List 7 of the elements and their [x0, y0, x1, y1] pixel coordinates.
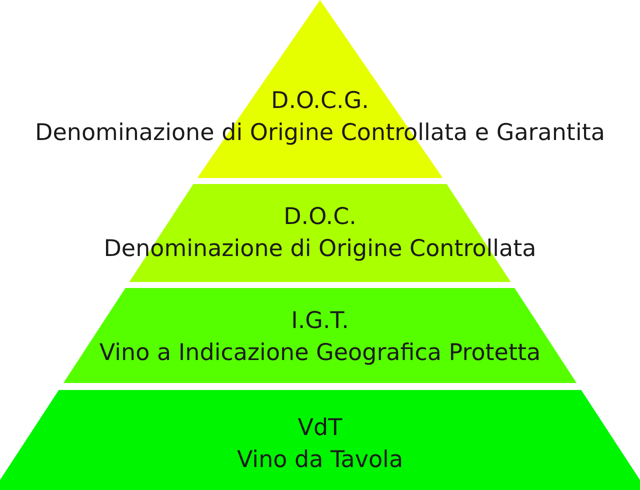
pyramid-tier — [0, 390, 640, 490]
tier-abbreviation: I.G.T. — [291, 307, 349, 336]
tier-name: Vino da Tavola — [236, 446, 404, 475]
tier-name: Vino a Indicazione Geografica Protetta — [99, 339, 541, 368]
tier-abbreviation: D.O.C.G. — [270, 87, 369, 116]
tier-abbreviation: D.O.C. — [284, 203, 356, 232]
tier-abbreviation: VdT — [298, 414, 342, 443]
